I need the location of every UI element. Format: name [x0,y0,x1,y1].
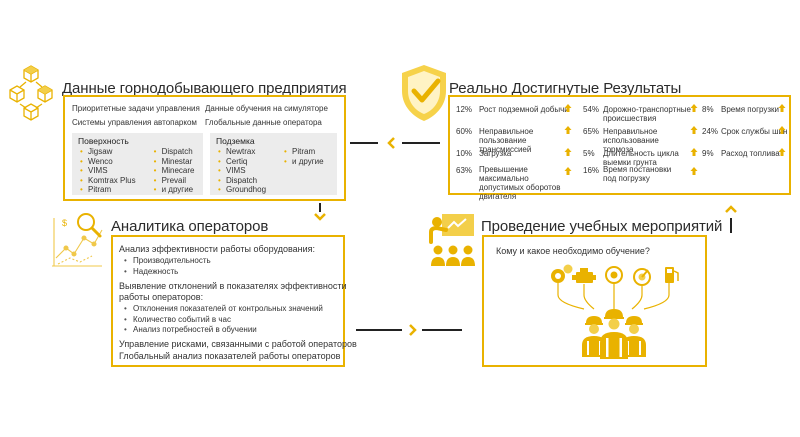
analytics-paragraph-4: Глобальный анализ показателей работы опе… [119,351,341,361]
metric-percent: 54% [583,105,600,114]
metric-percent: 5% [583,149,595,158]
presentation-icon [429,214,475,266]
metric-arrows [564,104,786,175]
list-item: Minecare [154,166,195,176]
metric-label: Неправильное пользование трансмиссией [479,127,534,154]
underground-list-2: Pitram и другие [282,147,324,195]
list-item: Количество событий в час [124,315,323,326]
metric-label: Загрузка [479,149,512,158]
metric-percent: 9% [702,149,714,158]
results-title: Реально Достигнутые Результаты [449,80,682,97]
training-panel: Кому и какое необходимо обучение? [482,235,707,367]
metric-label: Срок службы шин [721,127,788,136]
shield-check-icon [402,65,446,121]
mine-data-title: Данные горнодобывающего предприятия [62,80,347,97]
list-item: Отклонения показателей от контрольных зн… [124,304,323,315]
mine-row-1-left: Приоритетные задачи управления [72,104,200,113]
list-item: Groundhog [218,185,266,195]
metric-percent: 12% [456,105,473,114]
analytics-list-2: Отклонения показателей от контрольных зн… [113,304,323,336]
gears-icon [551,264,573,283]
fuel-pump-icon [665,267,679,283]
surface-list-1: Jigsaw Wenco VIMS Komtrax Plus Pitram [78,147,136,195]
analytics-panel: Анализ эффективности работы оборудования… [111,235,357,367]
list-item: Komtrax Plus [80,176,136,186]
list-item: Prevail [154,176,195,186]
mine-row-2-right: Глобальные данные оператора [205,118,322,127]
list-item: Newtrax [218,147,266,157]
results-panel: 12% Рост подземной добычи 60% Неправильн… [448,95,791,201]
mine-row-1-right: Данные обучения на симуляторе [205,104,328,113]
list-item: Wenco [80,157,136,167]
list-item: Производительность [124,256,211,267]
metric-label: Время погрузки [721,105,779,114]
metric-percent: 65% [583,127,600,136]
metric-label: Рост подземной добычи [479,105,569,114]
analytics-paragraph-1: Анализ эффективности работы оборудования… [119,244,316,254]
analytics-list-1: Производительность Надежность [113,256,211,277]
mine-data-panel: Приоритетные задачи управления Данные об… [63,95,346,201]
underground-panel: Подземка Newtrax Certiq VIMS Dispatch Gr… [210,133,337,195]
analytics-icon: $ [52,213,103,267]
analytics-title: Аналитика операторов [111,218,269,235]
mine-row-2-left: Системы управления автопарком [72,118,197,127]
metric-label: Дорожно-транспортные происшествия [603,105,691,123]
workers-group-icon [582,309,646,359]
underground-heading: Подземка [216,136,255,146]
list-item: Pitram [80,185,136,195]
metric-percent: 10% [456,149,473,158]
surface-panel: Поверхность Jigsaw Wenco VIMS Komtrax Pl… [72,133,203,195]
training-question: Кому и какое необходимо обучение? [496,246,650,256]
metric-percent: 60% [456,127,473,136]
metric-label: Длительность цикла выемки грунта [603,149,679,167]
metric-percent: 16% [583,166,600,175]
up-arrow-icon [564,104,786,175]
metric-percent: 24% [702,127,719,136]
list-item: VIMS [80,166,136,176]
analytics-paragraph-2a: Выявление отклонений в показателях эффек… [119,281,347,291]
surface-heading: Поверхность [78,136,129,146]
list-item: и другие [154,185,195,195]
metric-percent: 8% [702,105,714,114]
metric-label: Неправильное использование тормоза [603,127,659,154]
list-item: Анализ потребностей в обучении [124,325,323,336]
metric-label: Превышение максимально допустимых оборот… [479,165,561,201]
metric-label: Расход топлива [721,149,780,158]
training-title: Проведение учебных мероприятий [481,218,723,235]
analytics-paragraph-3: Управление рисками, связанными с работой… [119,339,357,349]
list-item: Jigsaw [80,147,136,157]
analytics-paragraph-2b: работы операторов: [119,292,204,302]
surface-list-2: Dispatch Minestar Minecare Prevail и дру… [152,147,195,195]
metric-percent: 63% [456,166,473,175]
list-item: Pitram [284,147,324,157]
cubes-icon [9,65,53,121]
metric-label: Время постановки под погрузку [603,165,672,183]
list-item: Надежность [124,267,211,278]
list-item: Minestar [154,157,195,167]
list-item: и другие [284,157,323,167]
training-illustration [551,264,679,359]
engine-icon [572,268,596,283]
list-item: Dispatch [218,176,266,186]
list-item: Certiq [218,157,266,167]
svg-text:$: $ [62,218,67,228]
underground-list-1: Newtrax Certiq VIMS Dispatch Groundhog [216,147,266,195]
list-item: Dispatch [154,147,195,157]
list-item: VIMS [218,166,266,176]
